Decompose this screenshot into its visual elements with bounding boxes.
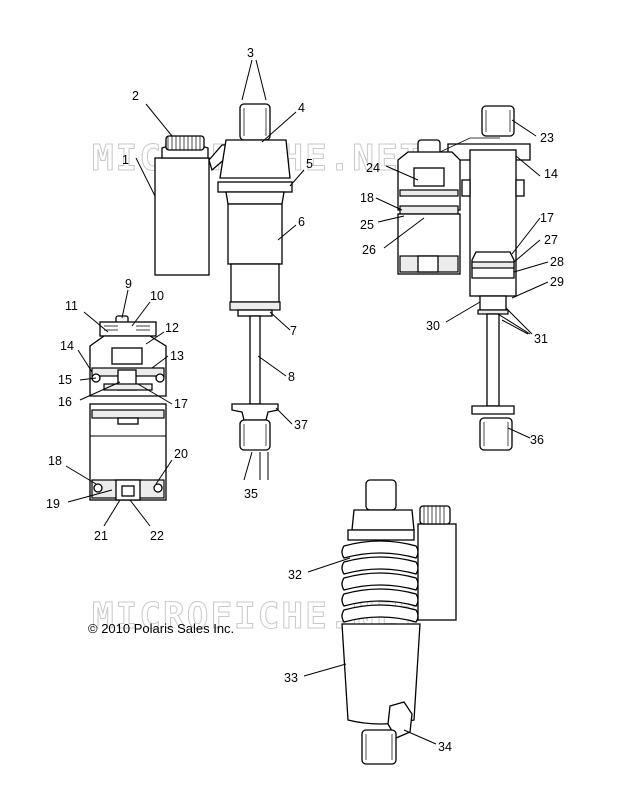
callout-17-right: 17 <box>540 211 554 225</box>
upper-mount <box>219 139 291 179</box>
callout-8: 8 <box>288 370 295 384</box>
callout-18-right: 18 <box>360 191 374 205</box>
callout-25: 25 <box>360 218 374 232</box>
callout-12: 12 <box>165 321 179 335</box>
callout-32: 32 <box>288 568 302 582</box>
callout-16: 16 <box>58 395 72 409</box>
reservoir-body <box>154 157 210 276</box>
shaft <box>249 315 261 405</box>
callout-7: 7 <box>290 324 297 338</box>
assembled-shock <box>341 479 457 765</box>
shock-body-assembly <box>217 103 293 451</box>
callout-15: 15 <box>58 373 72 387</box>
callout-14-left: 14 <box>60 339 74 353</box>
right-shaft <box>486 313 500 407</box>
callout-36: 36 <box>530 433 544 447</box>
assembled-bottom-eyelet <box>361 729 397 765</box>
callout-6: 6 <box>298 215 305 229</box>
right-bottom-eyelet <box>479 417 513 451</box>
callout-4: 4 <box>298 101 305 115</box>
shock-tube-upper <box>227 203 283 265</box>
assembled-reservoir <box>417 523 457 621</box>
bump-stop <box>231 403 279 421</box>
callout-23: 23 <box>540 131 554 145</box>
callout-13: 13 <box>170 349 184 363</box>
callout-37: 37 <box>294 418 308 432</box>
adjuster-knob <box>165 135 205 151</box>
rod-guide <box>237 309 273 317</box>
copyright-notice: © 2010 Polaris Sales Inc. <box>88 621 234 636</box>
callout-28: 28 <box>550 255 564 269</box>
seal-ring <box>229 301 281 311</box>
reservoir-cutaway <box>89 315 167 501</box>
callout-19: 19 <box>46 497 60 511</box>
callout-10: 10 <box>150 289 164 303</box>
callout-18-left: 18 <box>48 454 62 468</box>
callout-14-right: 14 <box>544 167 558 181</box>
shock-cutaway-right <box>397 105 531 451</box>
callout-11: 11 <box>65 299 78 313</box>
collar <box>217 181 293 193</box>
bottom-eyelet <box>239 419 271 451</box>
callout-20: 20 <box>174 447 188 461</box>
top-eyelet <box>239 103 271 141</box>
dust-boot <box>341 623 421 725</box>
callout-34: 34 <box>438 740 452 754</box>
callout-30: 30 <box>426 319 440 333</box>
callout-24: 24 <box>366 161 380 175</box>
callout-3: 3 <box>247 46 254 60</box>
callout-22: 22 <box>150 529 164 543</box>
callout-27: 27 <box>544 233 558 247</box>
coil-spring <box>341 540 419 623</box>
callout-9: 9 <box>125 277 132 291</box>
cutaway-cap <box>99 321 157 337</box>
callout-labels: 3 2 4 1 5 6 9 10 11 12 14 13 15 16 17 7 … <box>46 46 564 754</box>
callout-33: 33 <box>284 671 298 685</box>
leader-lines <box>65 59 549 745</box>
callout-2: 2 <box>132 89 139 103</box>
callout-1: 1 <box>122 153 129 167</box>
callout-35: 35 <box>244 487 258 501</box>
clevis-bracket <box>387 701 413 739</box>
callout-26: 26 <box>362 243 376 257</box>
reservoir-assembly <box>154 135 227 276</box>
callout-31: 31 <box>534 332 548 346</box>
right-top-eyelet <box>481 105 515 137</box>
callout-5: 5 <box>306 157 313 171</box>
callout-17-left: 17 <box>174 397 188 411</box>
callout-21: 21 <box>94 529 108 543</box>
shock-tube-lower <box>230 263 280 303</box>
callout-29: 29 <box>550 275 564 289</box>
